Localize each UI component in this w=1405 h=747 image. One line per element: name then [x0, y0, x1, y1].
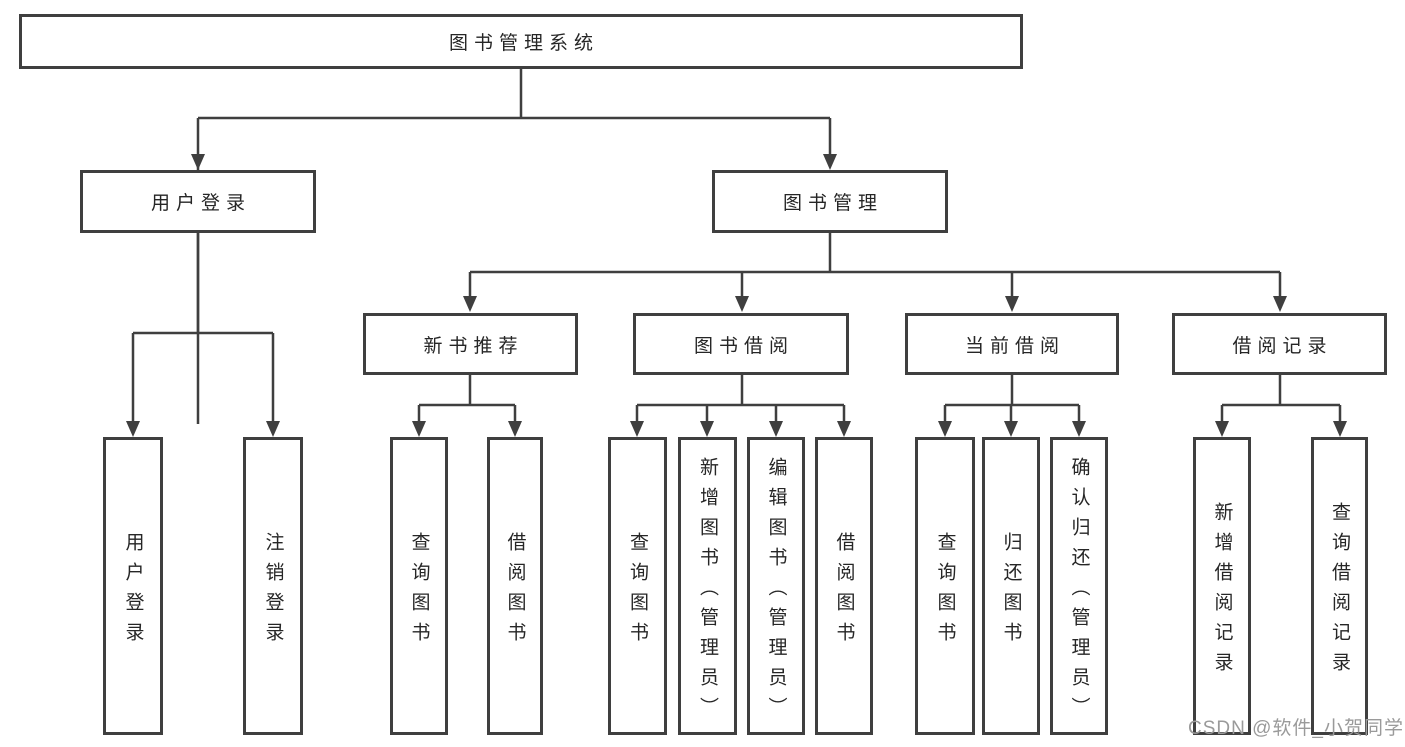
node-user-login: 用户登录	[80, 170, 316, 233]
leaf-query-books-recommend: 查询图书	[390, 437, 448, 735]
connector-user-to-leaves	[131, 233, 275, 424]
node-label: 新书推荐	[423, 335, 524, 357]
node-label: 新增借阅记录	[1211, 501, 1233, 682]
node-label: 确认归还（管理员）	[1068, 456, 1090, 727]
arrow-icon	[735, 296, 749, 312]
connector-records-to-leaves	[1220, 375, 1342, 424]
arrow-icon	[1333, 421, 1347, 437]
arrow-icon	[823, 154, 837, 170]
node-label: 用户登录	[122, 531, 144, 652]
node-label: 用户登录	[150, 193, 251, 214]
node-label: 新增图书（管理员）	[697, 456, 718, 727]
arrow-icon	[266, 421, 280, 437]
node-new-book-recommend: 新书推荐	[363, 313, 578, 375]
arrow-icon	[837, 421, 851, 437]
node-label: 借阅图书	[833, 531, 855, 652]
arrow-icon	[463, 296, 477, 312]
arrow-icon	[1215, 421, 1229, 437]
leaf-logout-login: 注销登录	[243, 437, 303, 735]
arrow-icon	[1072, 421, 1086, 437]
leaf-edit-books-admin: 编辑图书（管理员）	[747, 437, 805, 735]
leaf-query-books-current: 查询图书	[915, 437, 975, 735]
node-book-borrowing: 图书借阅	[633, 313, 849, 375]
leaf-query-books-borrowing: 查询图书	[608, 437, 667, 735]
arrow-icon	[1005, 296, 1019, 312]
arrow-icon	[1273, 296, 1287, 312]
connector-borrowing-to-leaves	[635, 375, 846, 424]
arrow-icon	[412, 421, 426, 437]
arrow-icon	[191, 154, 205, 170]
node-current-borrowing: 当前借阅	[905, 313, 1119, 375]
leaf-return-books: 归还图书	[982, 437, 1040, 735]
leaf-query-borrow-record: 查询借阅记录	[1311, 437, 1368, 735]
arrow-icon	[1004, 421, 1018, 437]
node-borrowing-records: 借阅记录	[1172, 313, 1387, 375]
node-label: 图书管理	[782, 193, 883, 214]
node-label: 图书借阅	[693, 335, 794, 357]
arrow-icon	[630, 421, 644, 437]
leaf-user-login: 用户登录	[103, 437, 163, 735]
node-library-management-system: 图书管理系统	[19, 14, 1023, 69]
arrow-icon	[700, 421, 714, 437]
connector-root-to-level2	[196, 69, 832, 424]
node-label: 当前借阅	[964, 335, 1065, 357]
csdn-watermark: CSDN @软件_小贺同学	[1188, 718, 1404, 739]
node-label: 注销登录	[262, 531, 284, 652]
node-label: 图书管理系统	[448, 33, 599, 54]
leaf-borrow-books-recommend: 借阅图书	[487, 437, 543, 735]
arrow-icon	[508, 421, 522, 437]
connector-current-to-leaves	[943, 375, 1081, 424]
leaf-add-books-admin: 新增图书（管理员）	[678, 437, 737, 735]
node-label: 查询图书	[934, 531, 956, 652]
leaf-borrow-books-borrowing: 借阅图书	[815, 437, 873, 735]
node-label: 查询借阅记录	[1329, 501, 1350, 682]
node-book-management: 图书管理	[712, 170, 948, 233]
arrow-icon	[126, 421, 140, 437]
node-label: 查询图书	[408, 531, 430, 652]
connector-book-to-level3	[468, 233, 1282, 300]
node-label: 查询图书	[627, 531, 648, 652]
leaf-add-borrow-record: 新增借阅记录	[1193, 437, 1251, 735]
leaf-confirm-return-admin: 确认归还（管理员）	[1050, 437, 1108, 735]
connector-recommend-to-leaves	[417, 375, 517, 424]
node-label: 归还图书	[1000, 531, 1022, 652]
node-label: 编辑图书（管理员）	[765, 456, 787, 727]
arrow-icon	[769, 421, 783, 437]
node-label: 借阅图书	[504, 531, 526, 652]
arrow-icon	[938, 421, 952, 437]
arrowheads	[126, 154, 1347, 437]
node-label: 借阅记录	[1232, 335, 1333, 357]
